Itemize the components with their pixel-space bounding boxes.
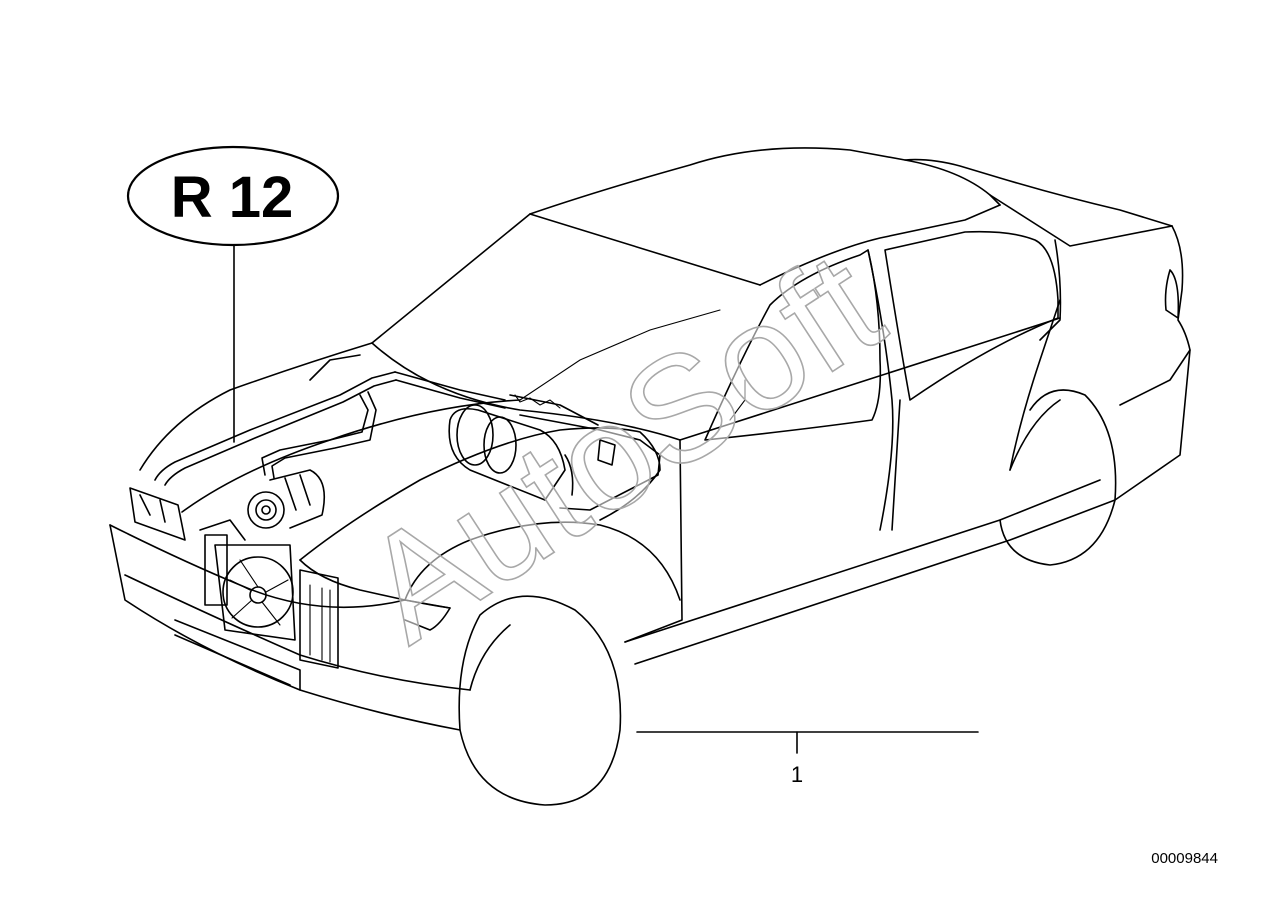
refrigerant-callout: R 12 [126, 145, 340, 443]
part-callout-1: 1 [636, 731, 979, 787]
compressor-clutch-icon [247, 491, 285, 529]
refrigerant-ellipse [126, 145, 340, 247]
fan-icon [222, 556, 294, 628]
diagram-id: 00009844 [1151, 850, 1218, 867]
callout-number: 1 [791, 762, 803, 787]
watermark-text: AutoSoft [335, 219, 909, 673]
refrigerant-label: R 12 [171, 165, 294, 230]
engine-bay-components [154, 354, 661, 669]
